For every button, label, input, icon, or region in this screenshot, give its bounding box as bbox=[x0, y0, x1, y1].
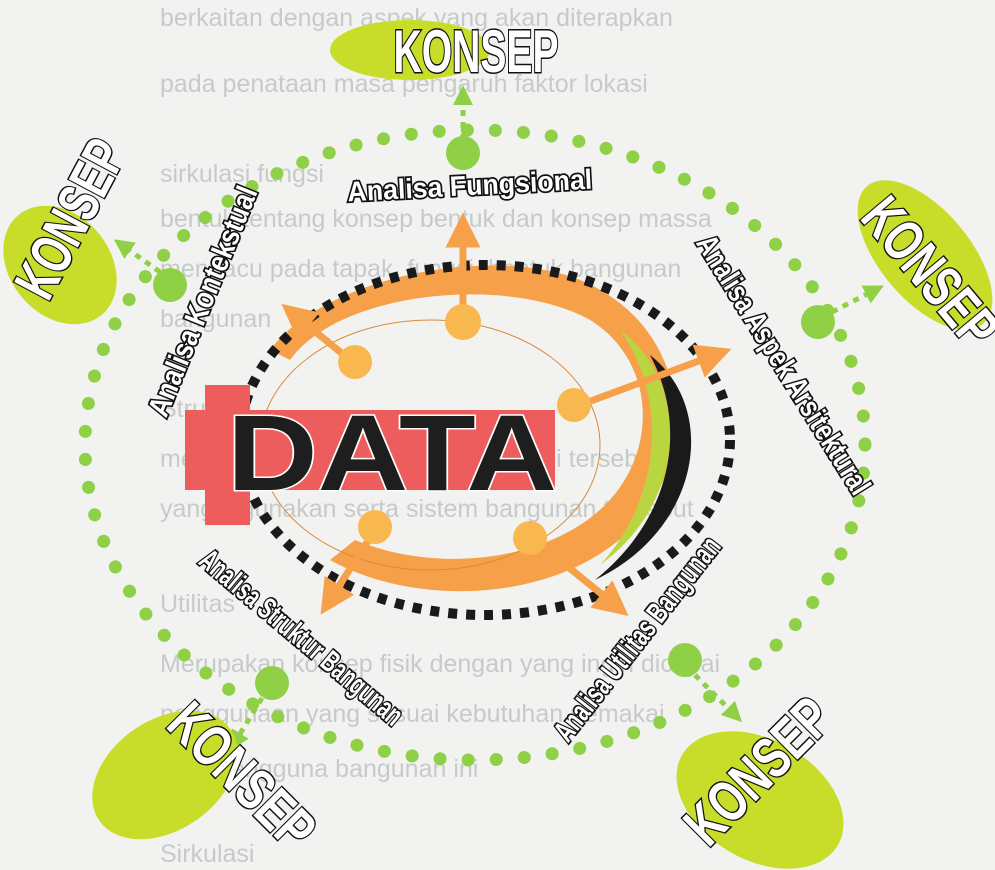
data-label: DATA bbox=[227, 392, 557, 513]
green-crescent bbox=[600, 330, 671, 565]
inner-dashed-ring bbox=[235, 260, 735, 620]
konsep-bottom-right-ellipse bbox=[676, 731, 844, 869]
analisa-fungsional: Analisa Fungsional bbox=[347, 164, 593, 208]
outer-dotted-ring bbox=[78, 123, 872, 767]
konsep-top: KONSEP bbox=[394, 18, 559, 85]
konsep-top-ellipse bbox=[330, 20, 490, 80]
konsep-left-ellipse bbox=[3, 205, 117, 325]
analysis-arrows bbox=[281, 212, 732, 617]
konsep-bottom-left-ellipse bbox=[92, 710, 238, 840]
konsep-right-ellipse bbox=[857, 180, 993, 330]
konsep-connectors bbox=[113, 85, 884, 751]
black-crescent bbox=[595, 355, 692, 580]
red-bar-stub bbox=[205, 385, 250, 525]
konsep-right: KONSEP bbox=[849, 185, 995, 361]
